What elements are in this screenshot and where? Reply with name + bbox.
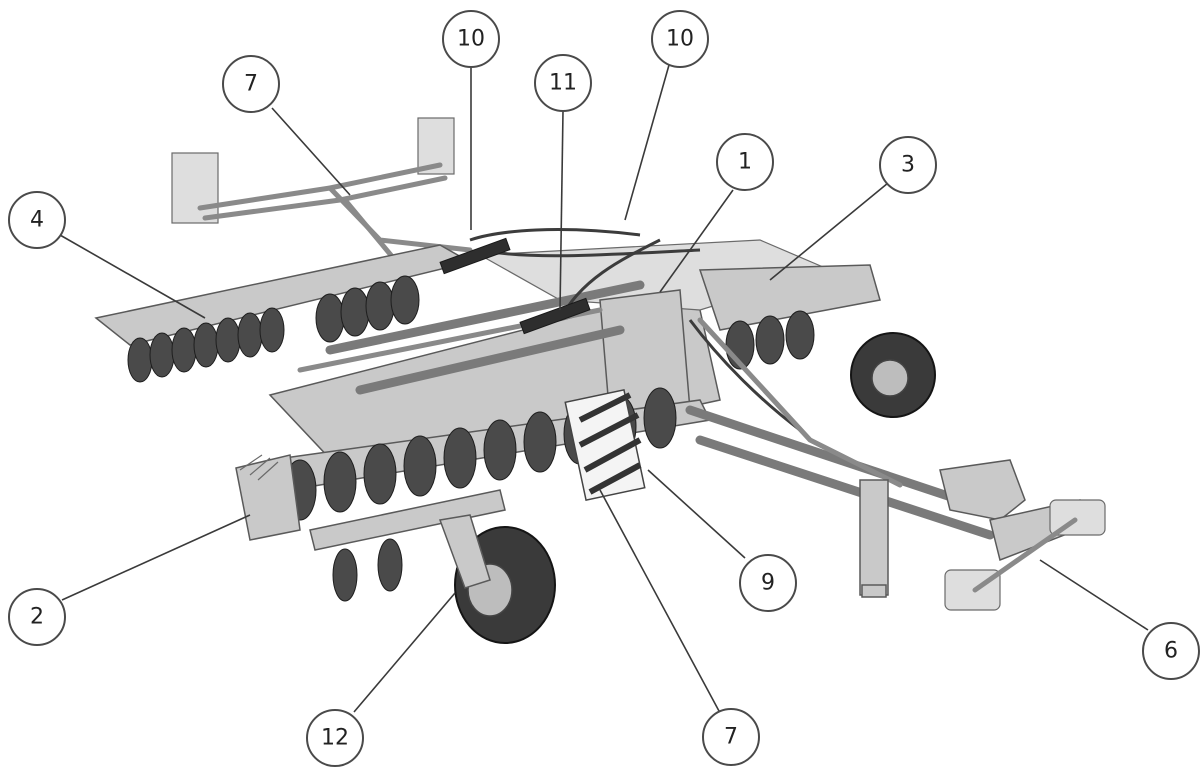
callout-12: 12 — [306, 709, 364, 767]
front-support-bar — [309, 489, 506, 602]
callout-label: 7 — [724, 725, 738, 750]
leader-line-7-top — [271, 107, 351, 196]
callout-11: 11 — [534, 54, 592, 112]
callout-9: 9 — [739, 554, 797, 612]
callout-label: 12 — [321, 726, 349, 751]
leader-lines — [59, 64, 1149, 713]
callout-3: 3 — [879, 136, 937, 194]
warning-board — [564, 388, 646, 502]
leader-line-4 — [59, 234, 206, 319]
callout-label: 10 — [457, 27, 485, 52]
disc-harrow-illustration — [94, 117, 1106, 644]
leveling-tines — [235, 454, 301, 541]
rear-marker-frame — [171, 117, 473, 263]
leader-line-10-right — [624, 64, 670, 221]
callout-7-top: 7 — [222, 55, 280, 113]
right-transport-wheel — [850, 332, 936, 418]
callout-label: 9 — [761, 571, 775, 596]
leader-line-11 — [559, 110, 564, 311]
callout-1: 1 — [716, 133, 774, 191]
right-wing — [698, 264, 881, 370]
callout-label: 1 — [738, 150, 752, 175]
leader-line-9 — [647, 469, 746, 559]
hydraulic-cylinder — [519, 297, 591, 335]
front-transport-wheel — [438, 514, 556, 644]
leader-line-3 — [769, 182, 889, 281]
callout-label: 6 — [1164, 639, 1178, 664]
left-warning-sign — [171, 152, 219, 224]
callout-label: 7 — [244, 72, 258, 97]
callout-10-left: 10 — [442, 10, 500, 68]
callout-10-right: 10 — [651, 10, 709, 68]
callout-label: 3 — [901, 153, 915, 178]
callout-label: 10 — [666, 27, 694, 52]
leader-line-7-bottom — [599, 489, 720, 712]
leader-line-12 — [353, 592, 456, 713]
callout-label: 4 — [30, 208, 44, 233]
leader-line-2 — [61, 514, 251, 601]
hydraulic-lines — [439, 228, 801, 432]
callout-label: 2 — [30, 605, 44, 630]
leader-line-6 — [1039, 559, 1149, 631]
support-leg — [859, 479, 889, 596]
roller-rings — [127, 275, 420, 383]
callout-7-bottom: 7 — [702, 708, 760, 766]
rear-roller — [94, 244, 473, 383]
callouts: 7 10 10 11 1 3 4 2 — [8, 10, 1200, 767]
hydraulic-cylinder — [439, 237, 511, 275]
leader-line-1 — [659, 189, 734, 293]
callout-4: 4 — [8, 191, 66, 249]
callout-label: 11 — [549, 71, 577, 96]
callout-6: 6 — [1142, 622, 1200, 680]
callout-2: 2 — [8, 588, 66, 646]
drawbar-hitch — [685, 317, 1106, 611]
hitch-eye — [939, 459, 1026, 521]
